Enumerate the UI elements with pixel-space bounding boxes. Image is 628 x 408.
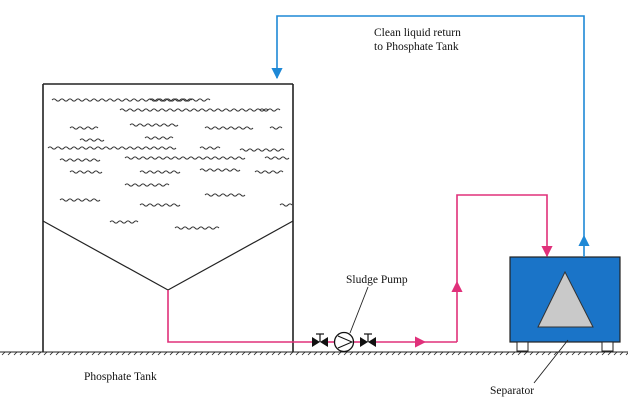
liquid-wave — [204, 126, 254, 130]
return-label: Clean liquid return to Phosphate Tank — [374, 26, 461, 54]
liquid-wave — [199, 168, 241, 172]
sludge-pump-label: Sludge Pump — [346, 274, 408, 286]
liquid-wave — [199, 146, 221, 150]
liquid-wave — [69, 126, 99, 130]
liquid-wave — [259, 108, 281, 112]
phosphate-tank — [42, 83, 294, 352]
return-label-line-2: to Phosphate Tank — [374, 41, 459, 53]
outlet-valve — [360, 333, 376, 347]
liquid-wave — [254, 170, 284, 174]
liquid-wave — [51, 98, 193, 102]
liquid-wave — [139, 203, 181, 207]
liquid-wave — [124, 183, 170, 187]
liquid-wave — [204, 193, 246, 197]
inlet-valve — [312, 333, 328, 347]
liquid-wave — [149, 98, 211, 102]
liquid-wave — [129, 123, 179, 127]
liquid-wave — [47, 146, 177, 150]
sludge-line — [167, 194, 553, 348]
return-label-line-1: Clean liquid return — [374, 27, 461, 39]
liquid-surface-waves — [47, 98, 293, 230]
phosphate-tank-label: Phosphate Tank — [84, 371, 157, 383]
liquid-wave — [59, 158, 101, 162]
liquid-wave — [139, 170, 181, 174]
liquid-wave — [59, 198, 101, 202]
sludge-pump — [333, 331, 355, 353]
liquid-wave — [264, 156, 290, 160]
liquid-wave — [269, 126, 283, 130]
liquid-wave — [174, 226, 220, 230]
liquid-wave — [144, 136, 174, 140]
clean-liquid-return-line — [271, 15, 590, 257]
pump-label-pointer — [349, 286, 369, 334]
liquid-wave — [239, 148, 285, 152]
liquid-wave — [79, 138, 105, 142]
separator — [509, 256, 621, 352]
liquid-wave — [279, 203, 293, 207]
liquid-wave — [119, 108, 269, 112]
separator-label-pointer — [533, 339, 569, 384]
separator-label: Separator — [490, 385, 535, 397]
ground — [0, 351, 628, 356]
liquid-wave — [69, 170, 103, 174]
liquid-wave — [124, 156, 246, 160]
liquid-wave — [109, 220, 139, 224]
